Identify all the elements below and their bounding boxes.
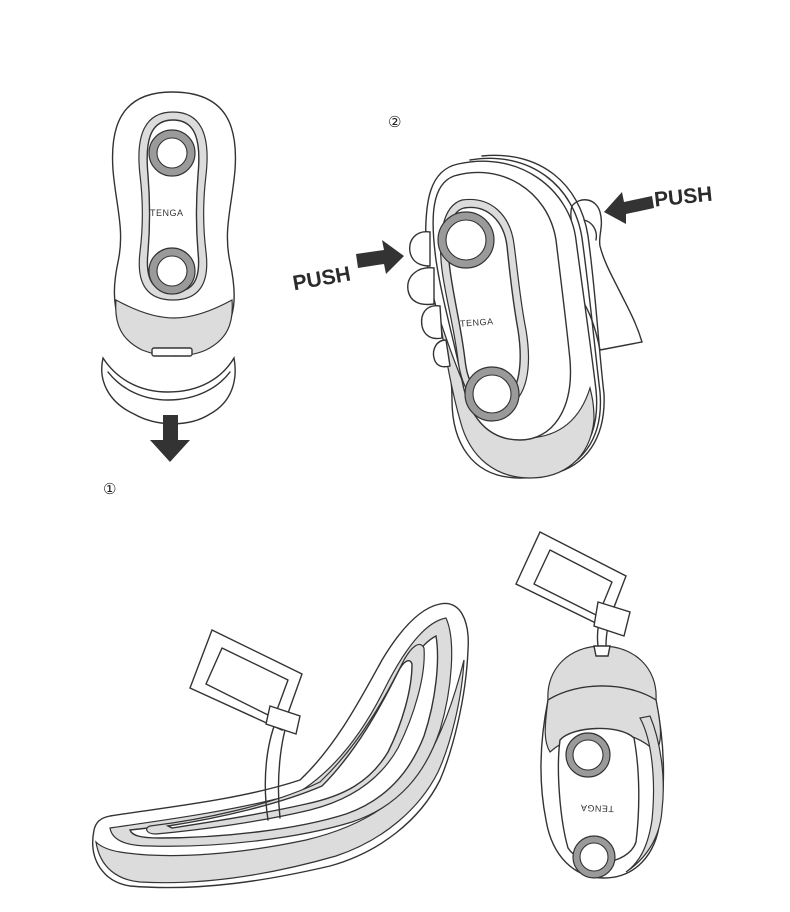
logo-front-step2: TENGA [460, 316, 494, 328]
hand-left [407, 231, 451, 368]
logo-back-step4: TENGA [580, 803, 614, 814]
down-arrow-icon [150, 415, 190, 462]
step1-device: TENGA [111, 91, 237, 357]
step3-open-sleeve [92, 602, 469, 889]
logo-front-step1: TENGA [150, 208, 184, 218]
step-number-2: ② [388, 113, 402, 131]
lotion-packet-step4 [515, 531, 631, 647]
step4-device: TENGA [540, 645, 665, 879]
push-label-right: PUSH [653, 183, 713, 212]
step-number-1: ① [103, 480, 117, 498]
step2-device: TENGA [424, 154, 605, 479]
left-arrow-icon [604, 192, 654, 224]
removed-cap [101, 356, 236, 425]
lotion-packet-step3 [189, 629, 303, 821]
push-label-left: PUSH [291, 263, 352, 296]
right-arrow-icon [356, 240, 404, 274]
